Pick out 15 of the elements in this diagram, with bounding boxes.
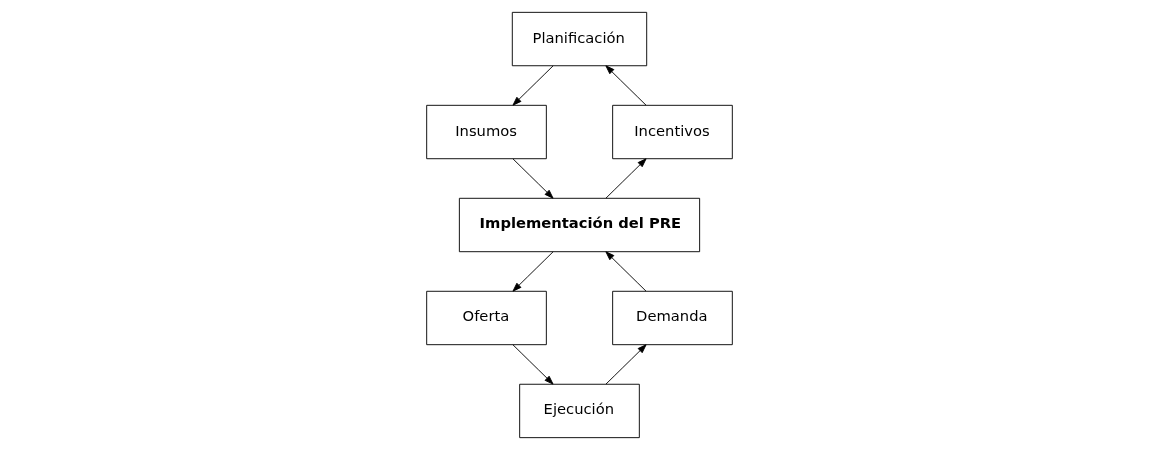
arrow	[512, 65, 554, 106]
arrow	[512, 251, 554, 292]
arrow	[512, 158, 554, 199]
node-box: Incentivos	[612, 104, 733, 160]
node-box: Implementación del PRE	[458, 197, 701, 253]
node-box: Insumos	[426, 104, 547, 160]
node-box: Demanda	[612, 290, 733, 346]
node-box: Planificación	[511, 11, 648, 67]
arrow	[512, 344, 554, 385]
arrow	[605, 65, 647, 106]
node-box: Ejecución	[519, 383, 640, 439]
arrow	[605, 251, 647, 292]
node-box: Oferta	[426, 290, 547, 346]
arrow	[605, 344, 647, 385]
arrow	[605, 158, 647, 199]
